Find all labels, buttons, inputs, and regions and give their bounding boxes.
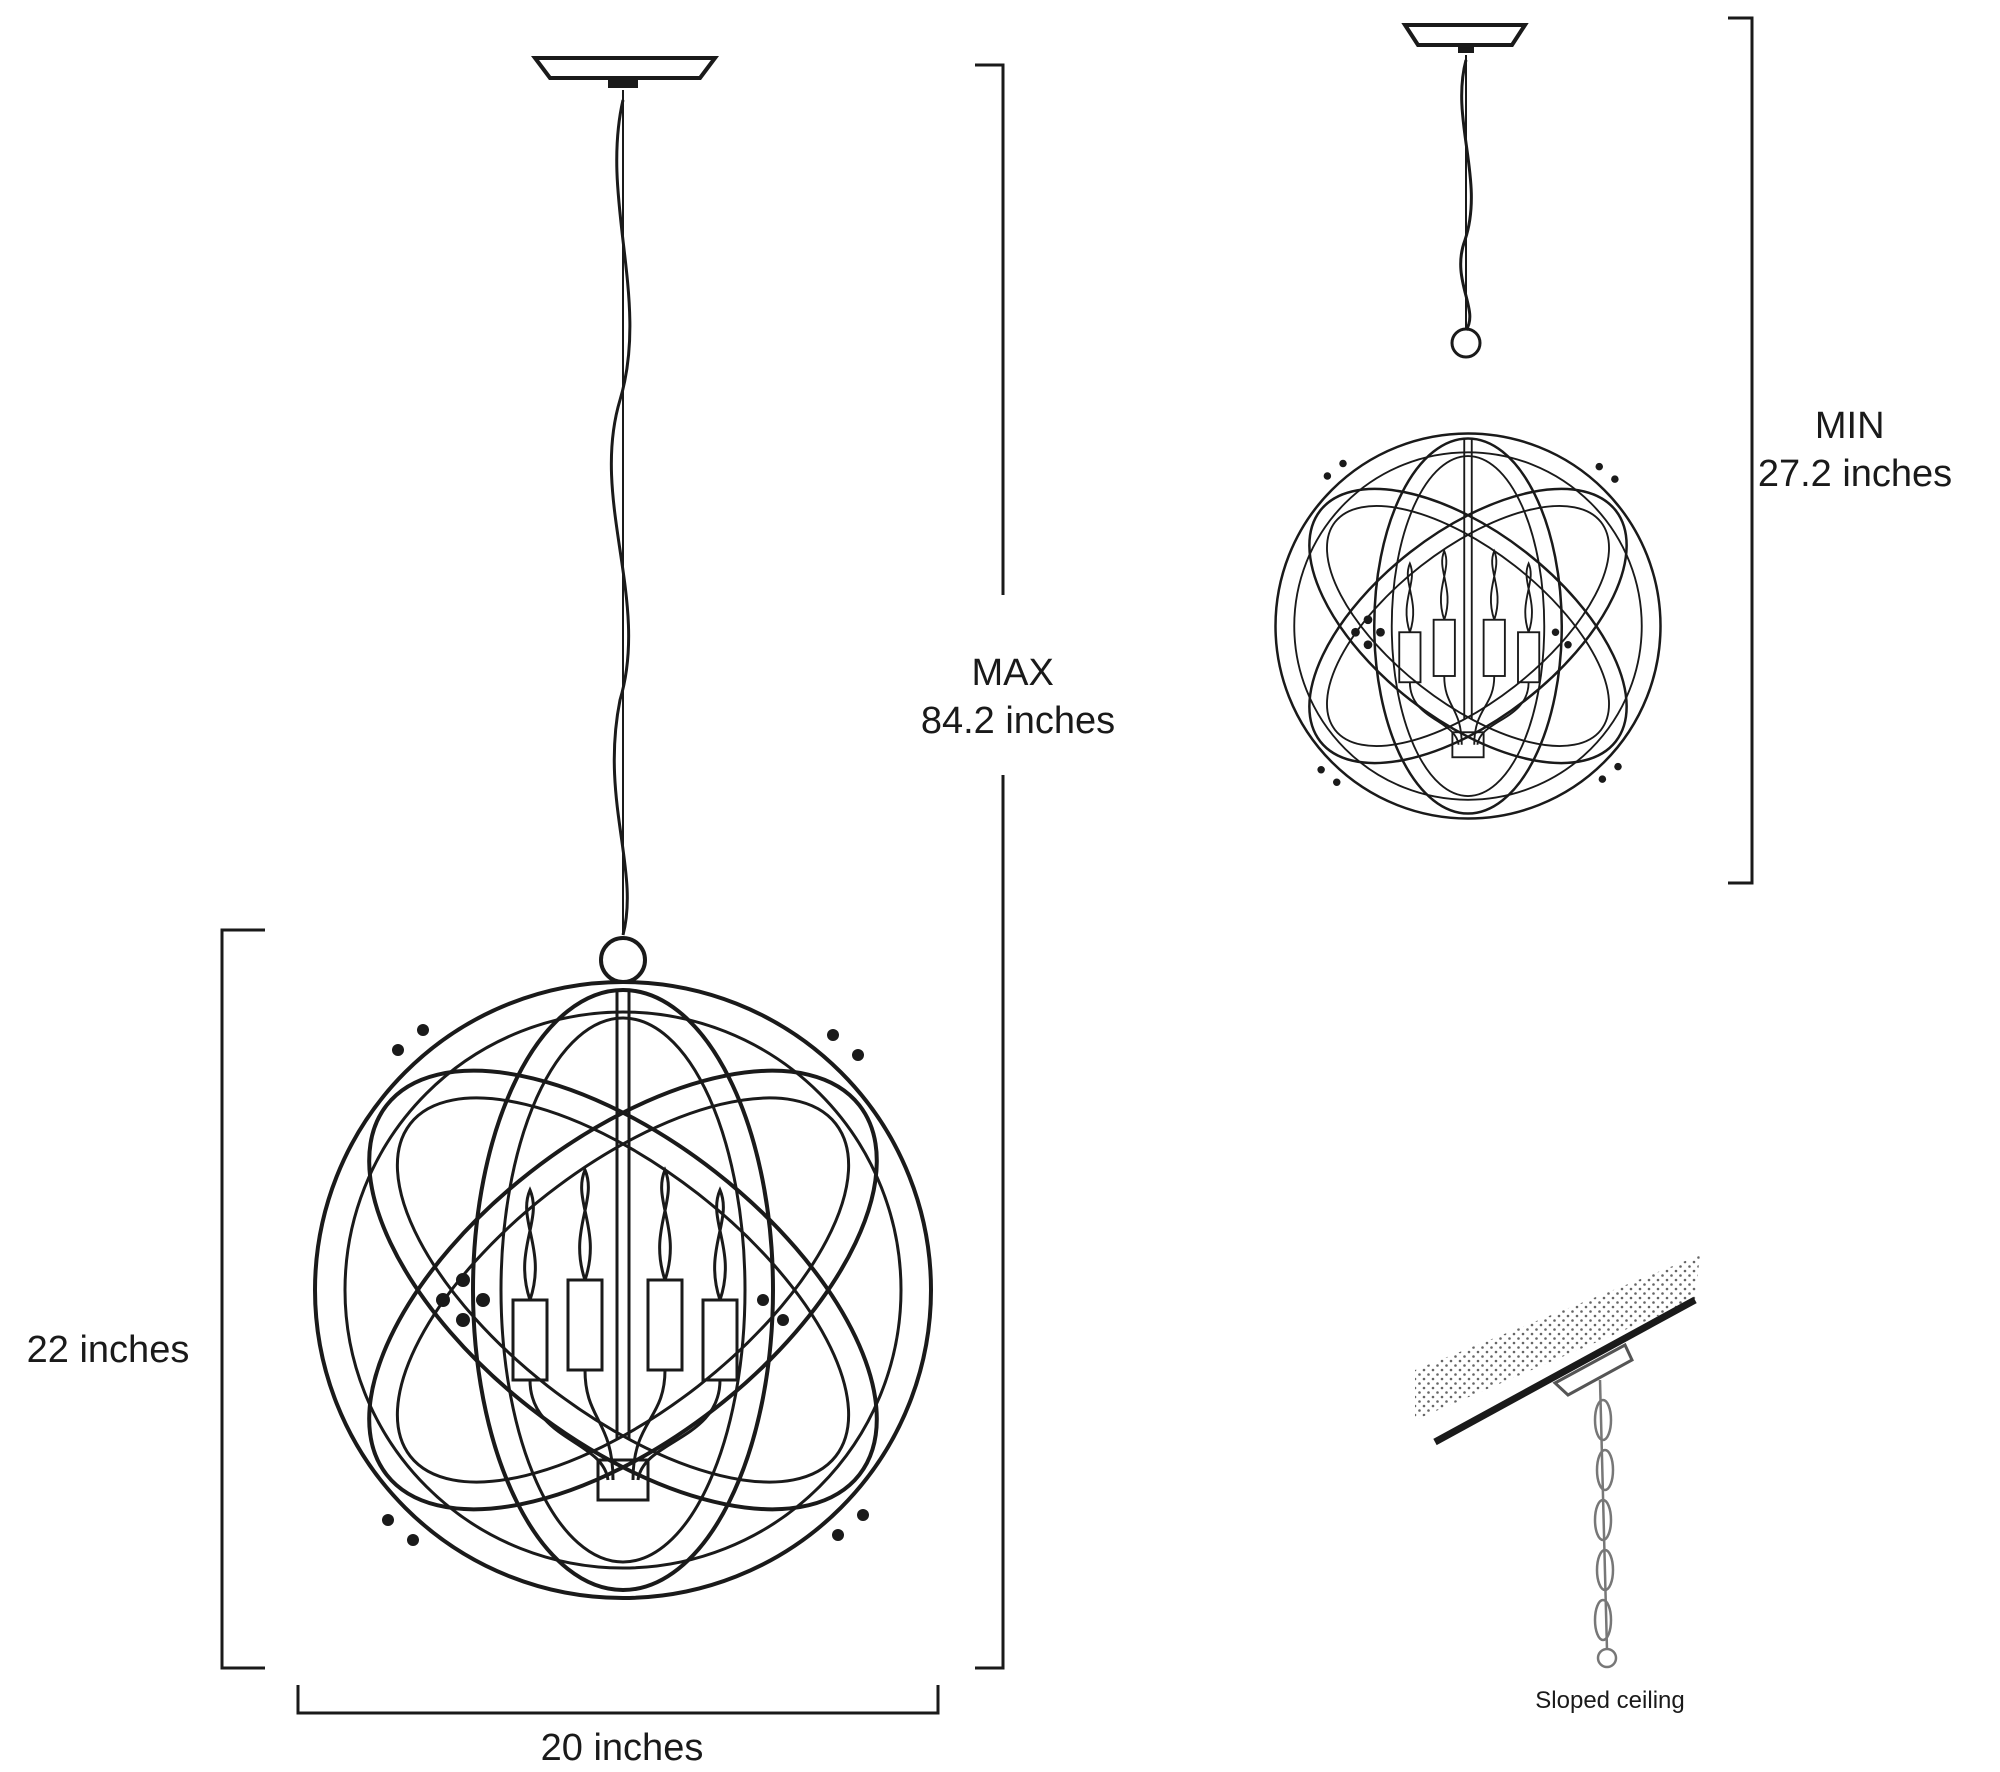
max-fixture	[292, 56, 954, 1600]
sloped-ceiling-label: Sloped ceiling	[1535, 1687, 1684, 1714]
min-label: MIN 27.2 inches	[1758, 405, 1952, 495]
max-chain	[609, 90, 632, 936]
sloped-chain	[1593, 1379, 1618, 1669]
width-dimension-bracket	[296, 1685, 940, 1715]
height-label: 22 inches	[27, 1329, 190, 1371]
min-fixture	[1261, 23, 1675, 820]
min-chain	[1459, 55, 1473, 331]
width-label: 20 inches	[541, 1727, 704, 1769]
min-dimension-bracket	[1728, 16, 1754, 885]
sloped-ceiling-illustration	[1415, 1255, 1700, 1669]
max-dimension-bracket	[975, 63, 1005, 1670]
max-label: MAX 84.2 inches	[921, 652, 1115, 742]
height-dimension-bracket	[220, 928, 265, 1670]
